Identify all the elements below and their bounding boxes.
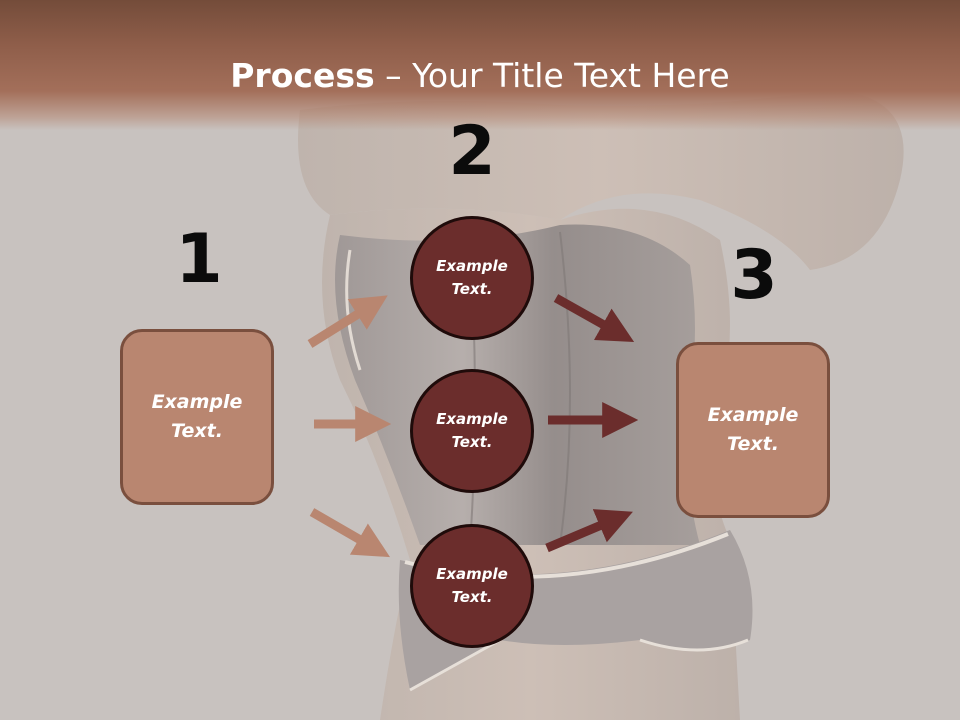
circle-middle-line2: Text. xyxy=(451,433,493,451)
step-3-text-line2: Text. xyxy=(727,433,779,455)
step-1-text-line2: Text. xyxy=(171,420,223,442)
arrow-1-to-circle-top xyxy=(307,295,388,348)
circle-middle-line1: Example xyxy=(436,410,508,428)
step-number-2: 2 xyxy=(448,112,496,191)
slide-title: Process – Your Title Text Here xyxy=(0,54,960,98)
step-1-text-line1: Example xyxy=(151,391,243,413)
circle-top-line1: Example xyxy=(436,257,508,275)
step-number-3: 3 xyxy=(730,236,778,315)
title-band xyxy=(0,0,960,130)
arrow-circle-bottom-to-3 xyxy=(545,509,633,553)
title-rest: – Your Title Text Here xyxy=(374,56,730,95)
circle-top-line2: Text. xyxy=(451,280,493,298)
circle-bottom-line1: Example xyxy=(436,565,508,583)
circle-bottom-line2: Text. xyxy=(451,588,493,606)
step-number-1: 1 xyxy=(175,220,223,299)
step-3-text-line1: Example xyxy=(707,404,799,426)
arrow-1-to-circle-bottom xyxy=(309,508,391,558)
arrow-circle-top-to-3 xyxy=(553,294,635,342)
title-bold: Process xyxy=(230,56,375,95)
